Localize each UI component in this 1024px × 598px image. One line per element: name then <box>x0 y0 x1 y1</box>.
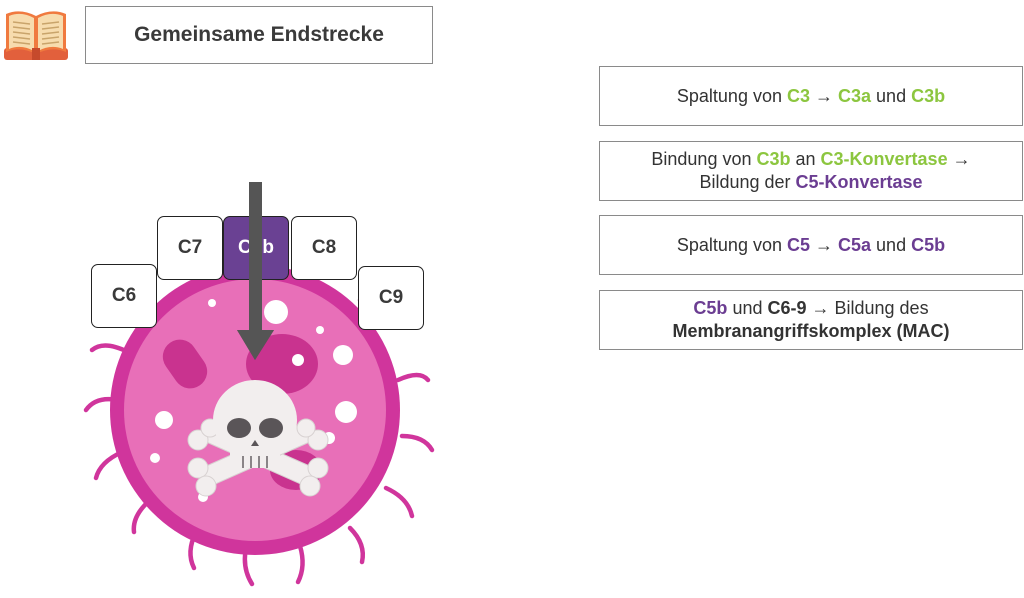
step-2-line-1: Bindung von C3b an C3-Konvertase → <box>651 148 970 171</box>
complement-box-c8: C8 <box>291 216 357 280</box>
text-segment: C3 <box>786 85 810 106</box>
text-segment: Bindung von <box>651 149 757 169</box>
step-box-2: Bindung von C3b an C3-Konvertase → Bildu… <box>599 141 1023 201</box>
text-segment: → Bildung des <box>806 298 929 318</box>
text-segment: → <box>810 85 839 106</box>
page-title: Gemeinsame Endstrecke <box>85 6 433 64</box>
text-segment: → <box>947 149 971 169</box>
step-box-1: Spaltung von C3 → C3a und C3b <box>599 66 1023 126</box>
step-2-line-2: Bildung der C5-Konvertase <box>699 171 922 194</box>
text-segment: Spaltung von <box>676 234 787 255</box>
step-1-text: Spaltung von C3 → C3a und C3b <box>677 85 945 108</box>
complement-box-c5b: C5b <box>223 216 289 280</box>
complement-box-c9: C9 <box>358 266 424 330</box>
text-segment: C3-Konvertase <box>820 149 948 169</box>
text-segment: C5a <box>838 234 872 255</box>
text-segment: C5b <box>693 298 728 318</box>
text-segment: C3b <box>756 149 791 169</box>
step-4-line-1: C5b und C6-9 → Bildung des <box>693 297 928 320</box>
text-segment: Membranangriffskomplex (MAC) <box>672 321 950 341</box>
text-segment: → <box>810 234 839 255</box>
text-segment: C3a <box>838 85 872 106</box>
text-segment: an <box>790 149 821 169</box>
text-segment: und <box>871 85 912 106</box>
skull-crossbones-icon <box>187 380 329 497</box>
text-segment: und <box>871 234 912 255</box>
text-segment: C5b <box>911 234 946 255</box>
text-segment: C5 <box>786 234 810 255</box>
text-segment: Spaltung von <box>676 85 787 106</box>
step-box-4: C5b und C6-9 → Bildung des Membranangrif… <box>599 290 1023 350</box>
text-segment: C5-Konvertase <box>795 172 923 192</box>
step-box-3: Spaltung von C5 → C5a und C5b <box>599 215 1023 275</box>
step-4-line-2: Membranangriffskomplex (MAC) <box>672 320 949 343</box>
text-segment: C6-9 <box>767 298 807 318</box>
text-segment: C3b <box>911 85 946 106</box>
step-3-text: Spaltung von C5 → C5a und C5b <box>677 234 945 257</box>
text-segment: und <box>727 298 768 318</box>
text-segment: Bildung der <box>699 172 796 192</box>
complement-box-c7: C7 <box>157 216 223 280</box>
open-book-icon <box>4 11 68 60</box>
complement-box-c6: C6 <box>91 264 157 328</box>
